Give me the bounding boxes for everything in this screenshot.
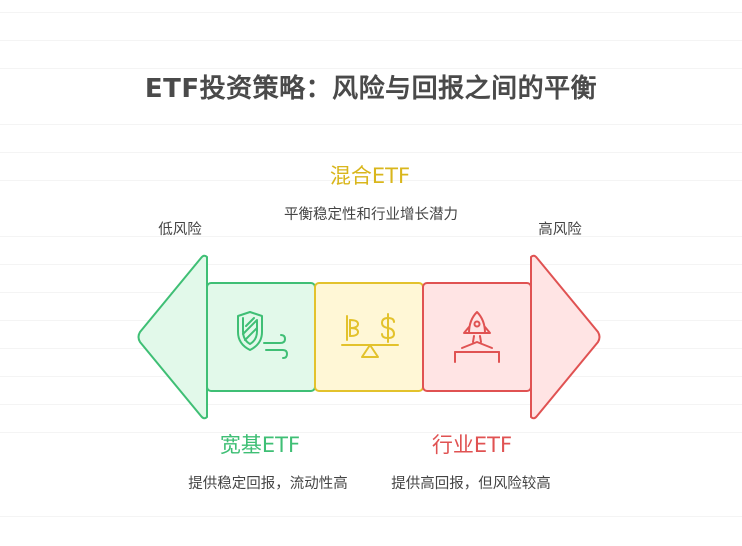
background-line — [0, 432, 742, 433]
rocket-icon — [454, 311, 500, 363]
low-risk-label: 低风险 — [158, 222, 202, 238]
segment-heading-sector: 行业ETF — [431, 433, 513, 457]
background-line — [0, 124, 742, 125]
segment-description-mixed: 平衡稳定性和行业增长潜力 — [284, 207, 458, 223]
right-arrow-head — [530, 254, 601, 420]
segment-heading-mixed: 混合ETF — [329, 164, 411, 188]
left-arrow-head — [137, 254, 208, 420]
page-title: ETF投资策略：风险与回报之间的平衡 — [144, 74, 598, 104]
background-line — [0, 40, 742, 41]
background-line — [0, 404, 742, 405]
shield-wind-icon — [237, 311, 288, 359]
segment-box-sector — [422, 282, 532, 392]
segment-box-mixed — [314, 282, 424, 392]
background-line — [0, 68, 742, 69]
segment-description-broad: 提供稳定回报，流动性高 — [188, 476, 348, 492]
high-risk-label: 高风险 — [538, 222, 582, 238]
background-line — [0, 264, 742, 265]
balance-scale-icon — [341, 313, 399, 358]
background-line — [0, 236, 742, 237]
background-line — [0, 180, 742, 181]
segment-heading-broad: 宽基ETF — [219, 433, 301, 457]
background-line — [0, 516, 742, 517]
segment-description-sector: 提供高回报，但风险较高 — [391, 476, 551, 492]
background-line — [0, 12, 742, 13]
background-line — [0, 152, 742, 153]
